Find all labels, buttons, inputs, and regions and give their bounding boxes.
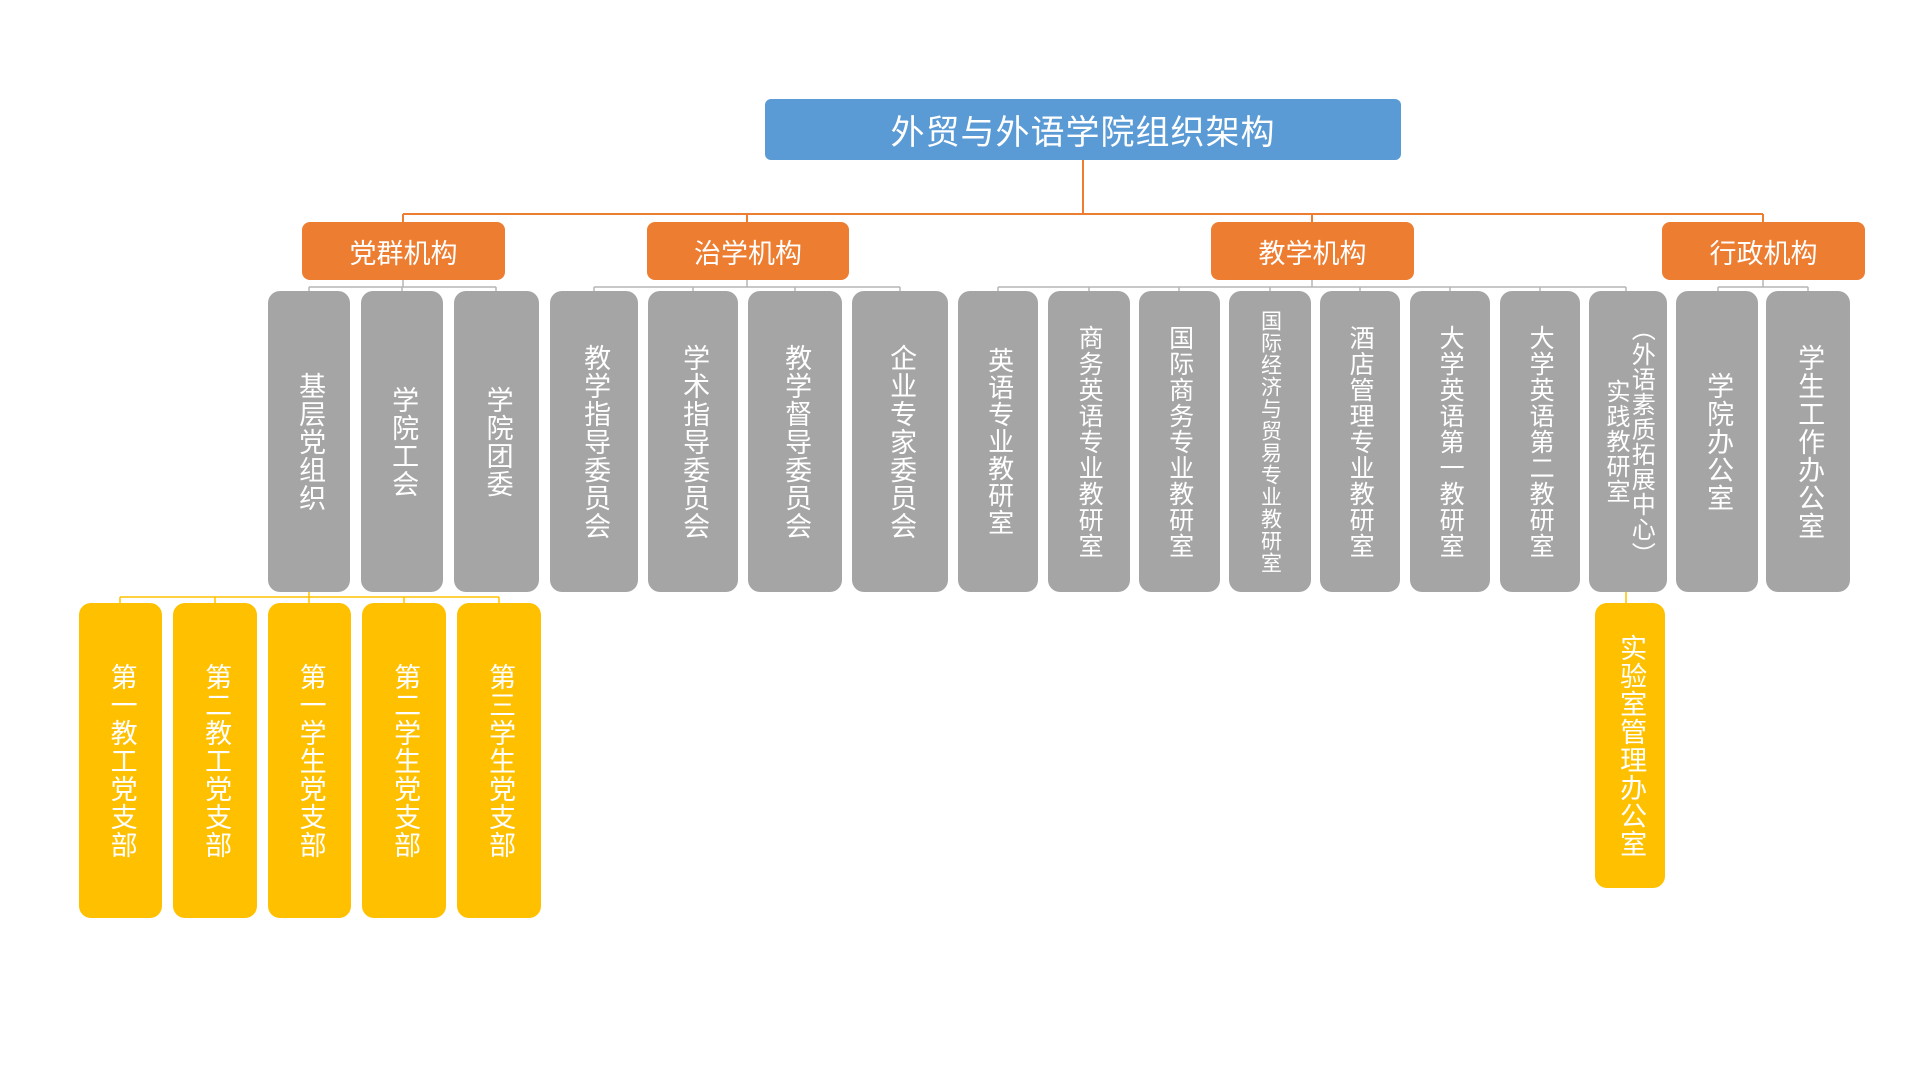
unit-label: 学术指导委员会 (678, 343, 710, 540)
branch-label: 第一教工党支部 (105, 662, 137, 859)
unit-label: 学院办公室 (1702, 371, 1734, 512)
branch-faculty-2: 第二教工党支部 (173, 603, 257, 918)
unit-label: 教学督导委员会 (780, 343, 812, 540)
branch-faculty-1: 第一教工党支部 (79, 603, 162, 918)
unit-label: 国际经济与贸易专业教研室 (1258, 309, 1283, 574)
branch-label: 第二教工党支部 (200, 662, 232, 859)
unit-admin-college-office: 学院办公室 (1676, 291, 1758, 592)
branch-label: 第一学生党支部 (294, 662, 326, 859)
unit-label: 基层党组织 (294, 371, 326, 512)
unit-label: 国际商务专业教研室 (1165, 324, 1195, 559)
unit-teaching-international-trade: 国际经济与贸易专业教研室 (1229, 291, 1311, 592)
unit-label: 大学英语第一教研室 (1436, 324, 1466, 559)
org-chart-title: 外贸与外语学院组织架构 (765, 99, 1401, 160)
unit-teaching-college-english-2: 大学英语第二教研室 (1500, 291, 1580, 592)
unit-label-line1: 实践教研室 (1602, 379, 1630, 504)
lab-office-label: 实验室管理办公室 (1615, 633, 1647, 858)
unit-academic-teaching-guidance: 教学指导委员会 (550, 291, 638, 592)
category-teaching: 教学机构 (1211, 222, 1414, 280)
unit-label: 教学指导委员会 (579, 343, 611, 540)
unit-party-youth-league: 学院团委 (454, 291, 539, 592)
unit-label: 学院工会 (387, 385, 419, 498)
unit-teaching-business-english: 商务英语专业教研室 (1048, 291, 1130, 592)
unit-teaching-international-business: 国际商务专业教研室 (1139, 291, 1220, 592)
unit-teaching-practice: 实践教研室 （外语素质拓展中心） (1589, 291, 1667, 592)
unit-label: 英语专业教研室 (983, 347, 1014, 536)
unit-label: 酒店管理专业教研室 (1346, 324, 1376, 559)
unit-teaching-english: 英语专业教研室 (958, 291, 1038, 592)
branch-student-1: 第一学生党支部 (268, 603, 351, 918)
unit-label: 企业专家委员会 (885, 343, 917, 540)
branch-label: 第三学生党支部 (484, 662, 516, 859)
category-academic: 治学机构 (647, 222, 849, 280)
unit-admin-student-affairs: 学生工作办公室 (1766, 291, 1850, 592)
category-party: 党群机构 (302, 222, 505, 280)
unit-teaching-hotel-management: 酒店管理专业教研室 (1320, 291, 1400, 592)
lab-management-office: 实验室管理办公室 (1595, 603, 1665, 888)
unit-academic-academic-guidance: 学术指导委员会 (648, 291, 738, 592)
unit-label: 学院团委 (481, 385, 513, 498)
unit-party-union: 学院工会 (361, 291, 443, 592)
branch-student-3: 第三学生党支部 (457, 603, 541, 918)
unit-teaching-college-english-1: 大学英语第一教研室 (1410, 291, 1490, 592)
unit-label-line2: （外语素质拓展中心） (1627, 316, 1656, 567)
unit-label: 学生工作办公室 (1793, 343, 1825, 540)
unit-label: 商务英语专业教研室 (1075, 324, 1105, 559)
unit-academic-supervision: 教学督导委员会 (748, 291, 842, 592)
unit-label: 大学英语第二教研室 (1526, 324, 1556, 559)
unit-academic-enterprise-experts: 企业专家委员会 (852, 291, 948, 592)
unit-party-grassroots: 基层党组织 (268, 291, 350, 592)
branch-student-2: 第二学生党支部 (362, 603, 446, 918)
branch-label: 第二学生党支部 (389, 662, 421, 859)
category-admin: 行政机构 (1662, 222, 1865, 280)
